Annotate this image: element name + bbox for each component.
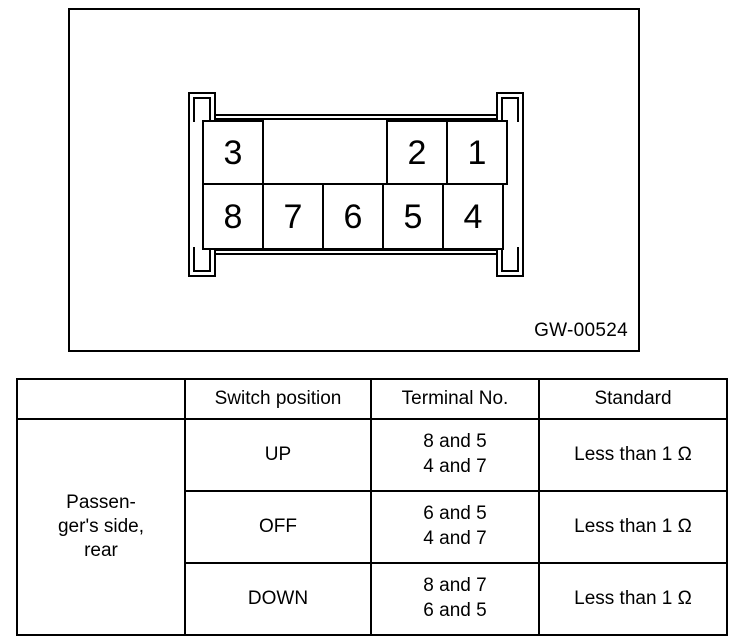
cell-switch-position-down: DOWN: [184, 562, 372, 636]
terminal-line-2: 4 and 7: [423, 456, 487, 477]
connector-bottom-bar: [214, 249, 498, 255]
terminal-line-1: 8 and 7: [423, 575, 487, 597]
header-terminal-no: Terminal No.: [370, 378, 540, 420]
connector-diagram: 3 2 1 8 7 6 5 4: [188, 92, 524, 277]
connector-pin-1: 1: [446, 120, 508, 185]
table-row: DOWN 8 and 7 6 and 5 Less than 1 Ω: [17, 562, 728, 636]
connector-tab-top-right: [496, 92, 524, 122]
connector-pin-row-bottom: 8 7 6 5 4: [202, 183, 510, 250]
connector-pin-gap: [264, 120, 388, 185]
terminal-line-2: 4 and 7: [423, 528, 487, 549]
connector-tab-bottom-left: [188, 247, 216, 277]
cell-standard-down: Less than 1 Ω: [538, 562, 728, 636]
cell-switch-position-off: OFF: [184, 490, 372, 564]
connector-figure-panel: 3 2 1 8 7 6 5 4 GW-00524: [68, 8, 640, 352]
cell-standard-up: Less than 1 Ω: [538, 418, 728, 492]
connector-pin-grid: 3 2 1 8 7 6 5 4: [202, 120, 510, 250]
connector-pin-6: 6: [322, 183, 384, 250]
cell-terminal-down: 8 and 7 6 and 5: [370, 562, 540, 636]
cell-switch-position-up: UP: [184, 418, 372, 492]
terminal-line-1: 6 and 5: [423, 503, 487, 525]
header-standard: Standard: [538, 378, 728, 420]
header-scope: [16, 378, 186, 420]
cell-terminal-up: 8 and 5 4 and 7: [370, 418, 540, 492]
table-header-row: Switch position Terminal No. Standard: [16, 378, 728, 420]
terminal-line-1: 8 and 5: [423, 431, 487, 453]
cell-scope-label: Passen- ger's side, rear: [16, 418, 186, 636]
connector-pin-row-top: 3 2 1: [202, 120, 510, 185]
table-row: Passen- ger's side, rear UP 8 and 5 4 an…: [16, 418, 728, 636]
cell-terminal-off: 6 and 5 4 and 7: [370, 490, 540, 564]
scope-label-line1: Passen-: [66, 491, 136, 513]
connector-pin-7: 7: [262, 183, 324, 250]
connector-pin-5: 5: [382, 183, 444, 250]
connector-pin-3: 3: [202, 120, 264, 185]
connector-pin-2: 2: [386, 120, 448, 185]
switch-continuity-table: Switch position Terminal No. Standard Pa…: [16, 378, 728, 636]
connector-tab-bottom-right: [496, 247, 524, 277]
cell-standard-off: Less than 1 Ω: [538, 490, 728, 564]
connector-pin-8: 8: [202, 183, 264, 250]
figure-id-caption: GW-00524: [534, 320, 628, 341]
terminal-line-2: 6 and 5: [423, 600, 487, 621]
scope-label-line2: ger's side,: [57, 515, 144, 537]
header-switch-position: Switch position: [184, 378, 372, 420]
table-row: OFF 6 and 5 4 and 7 Less than 1 Ω: [17, 490, 728, 564]
scope-label-line3: rear: [84, 540, 118, 562]
connector-tab-top-left: [188, 92, 216, 122]
connector-top-bar: [214, 114, 498, 120]
connector-pin-4: 4: [442, 183, 504, 250]
